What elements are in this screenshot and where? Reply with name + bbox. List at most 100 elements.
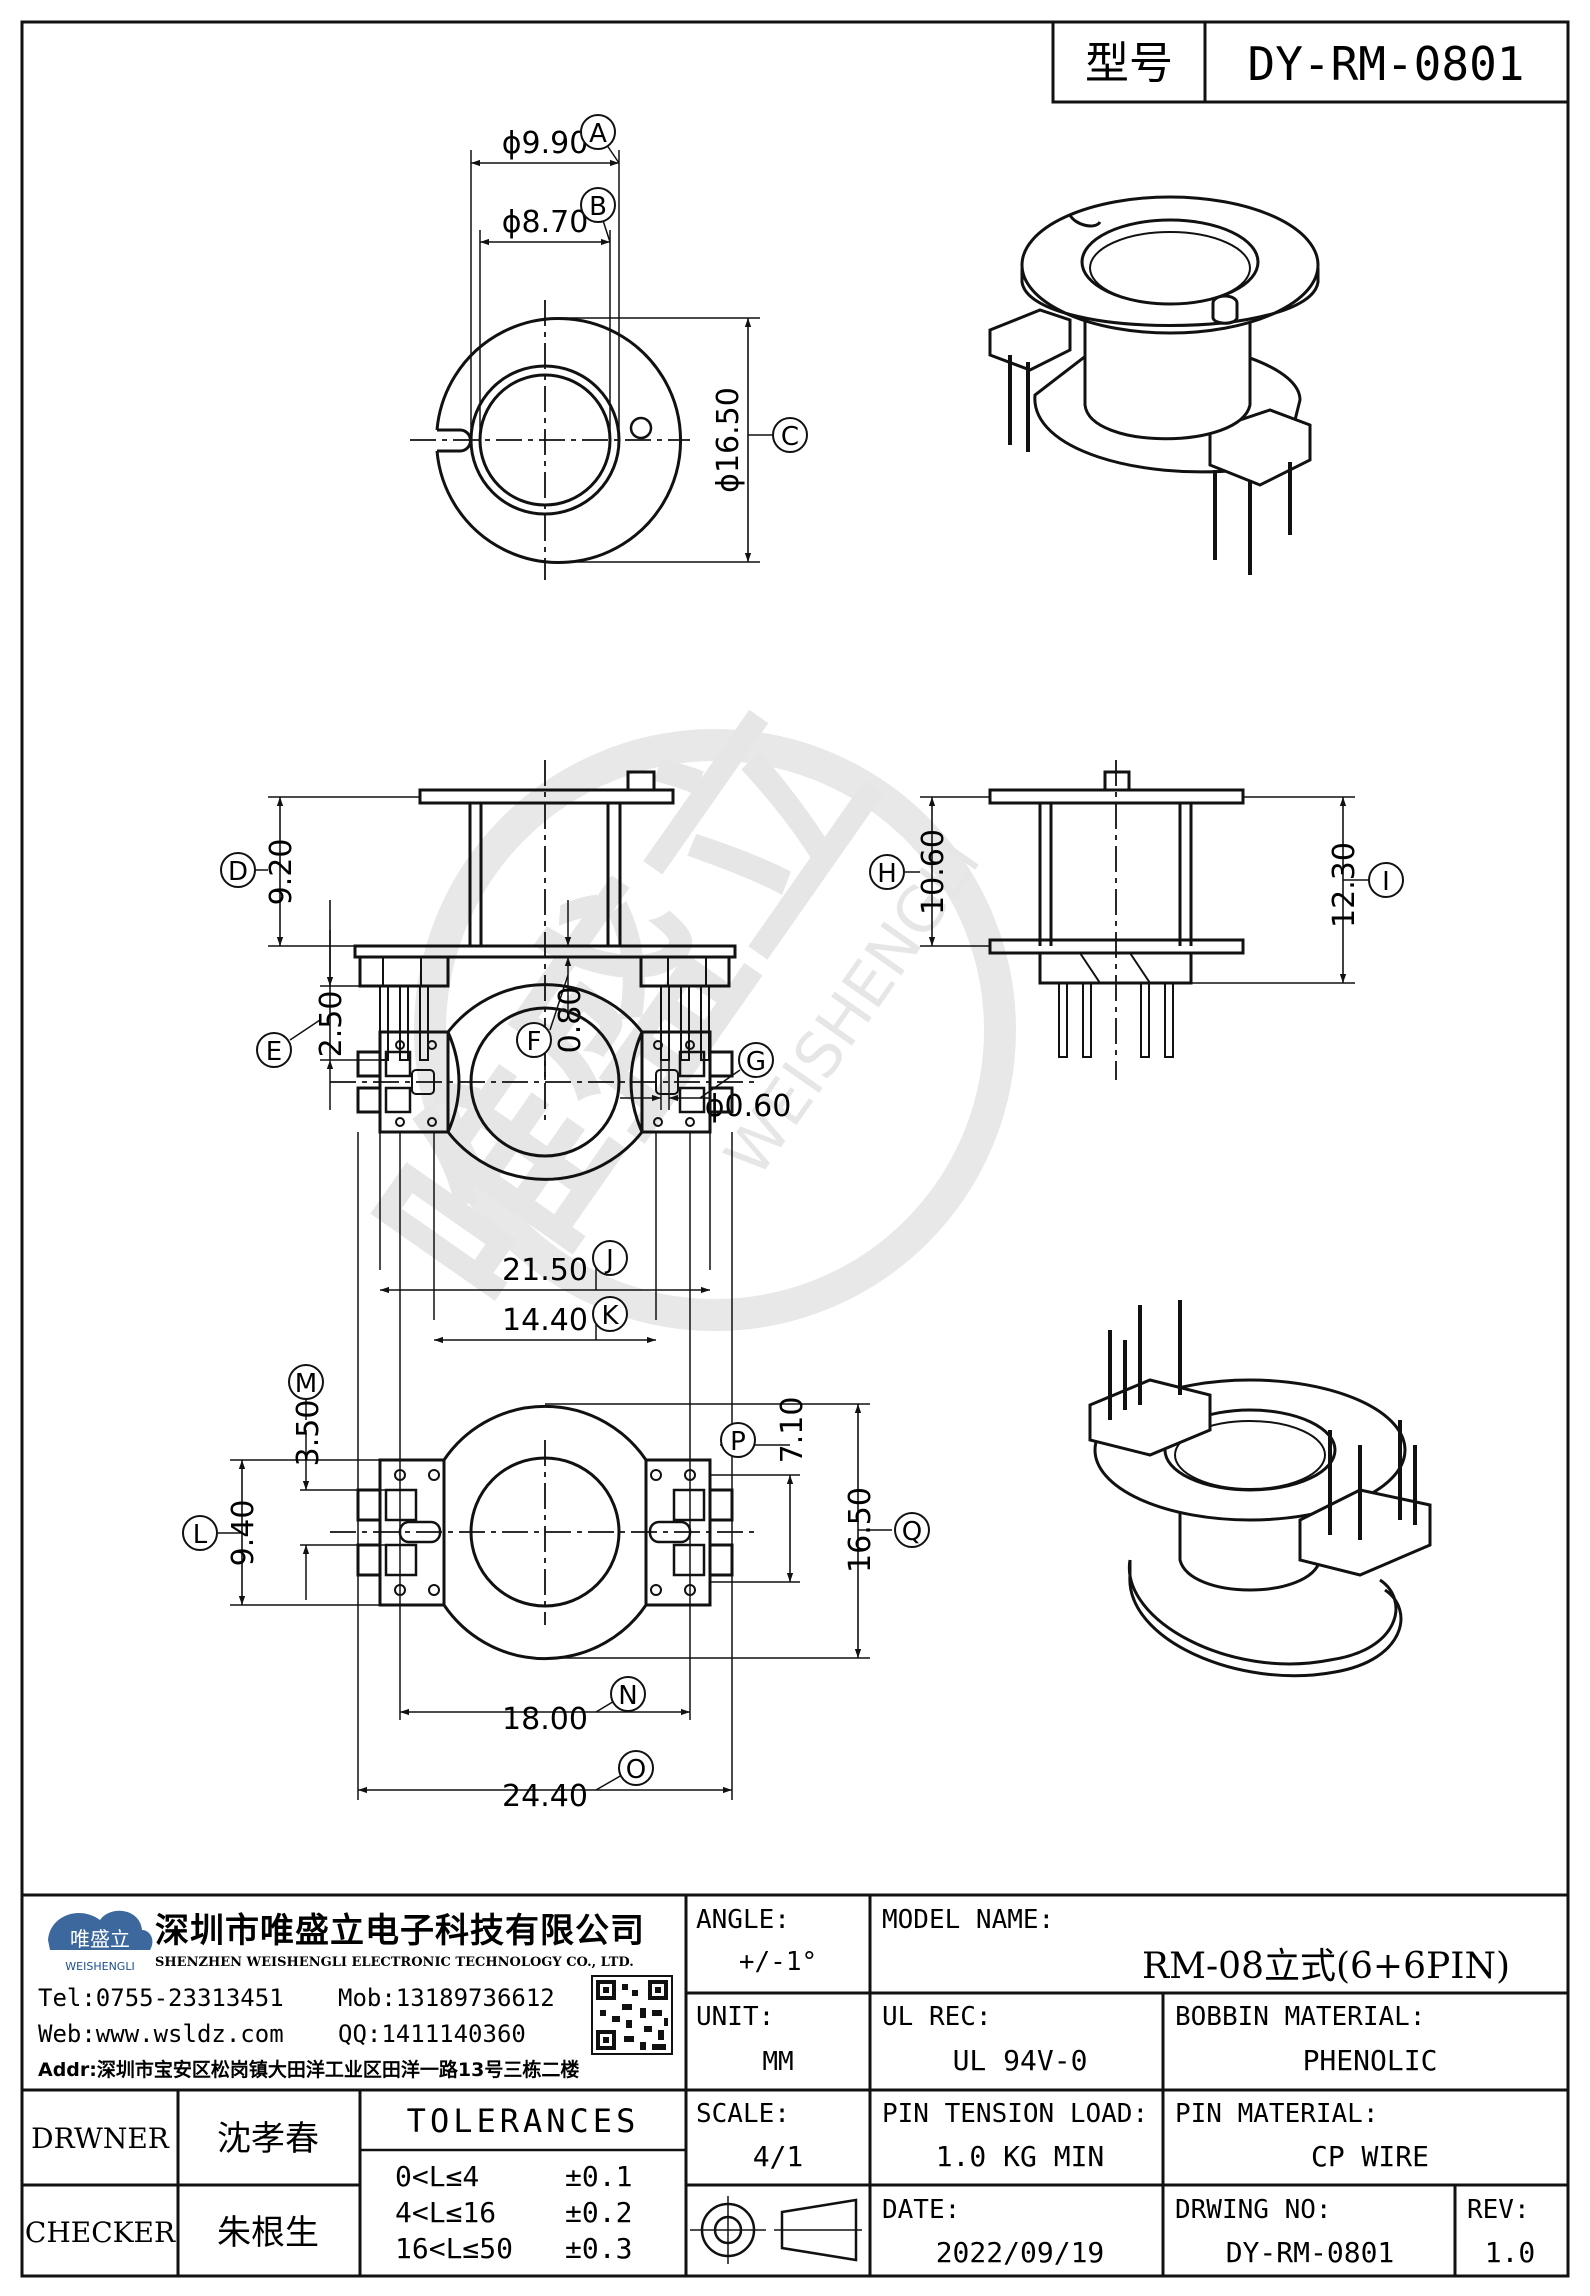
- tol-range-2: 4<L≤16: [395, 2196, 496, 2229]
- title-block: 型号 DY-RM-0801: [1051, 20, 1570, 104]
- model-number: DY-RM-0801: [1248, 37, 1525, 91]
- tol-value-3: ±0.3: [565, 2232, 632, 2265]
- checker-name: 朱根生: [217, 2213, 319, 2253]
- dim-l-value: 9.40: [226, 1500, 261, 1567]
- company-tel: Tel:0755-23313451: [38, 1984, 284, 2012]
- balloon-l: L: [182, 1515, 218, 1551]
- svg-text:C: C: [781, 422, 799, 452]
- scale-value: 4/1: [753, 2140, 804, 2173]
- top-view-dims: ϕ9.90 ϕ8.70 ϕ16.50: [502, 126, 746, 493]
- balloon-m: M: [288, 1364, 324, 1400]
- front-view-dims: 9.20 2.50 0.80 ϕ0.60: [264, 839, 791, 1124]
- svg-text:I: I: [1382, 867, 1390, 897]
- scale-label: SCALE:: [696, 2099, 790, 2129]
- svg-text:O: O: [626, 1755, 646, 1785]
- svg-text:G: G: [746, 1047, 766, 1077]
- ul-rec-value: UL 94V-0: [953, 2044, 1088, 2077]
- pin-tension-label: PIN TENSION LOAD:: [882, 2099, 1148, 2129]
- svg-text:E: E: [266, 1037, 282, 1067]
- svg-text:Q: Q: [902, 1517, 922, 1547]
- bobbin-material-label: BOBBIN MATERIAL:: [1175, 2002, 1425, 2032]
- dim-o-value: 24.40: [502, 1779, 588, 1814]
- svg-text:K: K: [601, 1301, 619, 1331]
- balloon-n: N: [610, 1676, 646, 1712]
- tol-value-2: ±0.2: [565, 2196, 632, 2229]
- dim-g-value: ϕ0.60: [705, 1089, 792, 1124]
- top-view: [410, 131, 773, 580]
- svg-text:H: H: [877, 859, 897, 889]
- dim-b-value: ϕ8.70: [502, 205, 589, 240]
- block-texts: ANGLE: +/-1° MODEL NAME: RM-08立式(6+6PIN)…: [25, 1905, 1535, 2269]
- dim-e-value: 2.50: [314, 991, 349, 1058]
- dim-h-value: 10.60: [916, 829, 951, 915]
- unit-label: UNIT:: [696, 2002, 774, 2032]
- date-label: DATE:: [882, 2195, 960, 2225]
- svg-text:F: F: [527, 1027, 542, 1057]
- side-view: [988, 760, 1245, 1080]
- side-view-dims: 10.60 12.30: [916, 829, 1362, 928]
- rev-label: REV:: [1467, 2195, 1530, 2225]
- dim-c-value: ϕ16.50: [711, 387, 746, 493]
- model-name-value: RM-08立式(6+6PIN): [1142, 1946, 1510, 1987]
- isometric-view-top: [988, 195, 1320, 575]
- balloon-k: K: [592, 1296, 628, 1332]
- company-web: Web:www.wsldz.com: [38, 2020, 284, 2048]
- company-logo: 唯盛立 WEISHENGLI: [48, 1910, 153, 1973]
- dim-f-value: 0.80: [553, 987, 588, 1054]
- model-name-label: MODEL NAME:: [882, 1905, 1054, 1935]
- balloon-j: J: [592, 1240, 628, 1276]
- dim-m-value: 3.50: [291, 1400, 326, 1467]
- svg-text:D: D: [228, 857, 248, 887]
- projection-symbol: [690, 2196, 862, 2264]
- tol-range-1: 0<L≤4: [395, 2160, 479, 2193]
- svg-text:M: M: [295, 1369, 317, 1399]
- balloon-d: D: [220, 852, 256, 888]
- dim-j-value: 21.50: [502, 1253, 588, 1288]
- company-name-cn: 深圳市唯盛立电子科技有限公司: [155, 1911, 645, 1951]
- svg-text:N: N: [618, 1681, 637, 1711]
- company-qq: QQ:1411140360: [338, 2020, 526, 2048]
- pin-material-value: CP WIRE: [1311, 2140, 1429, 2173]
- bottom-view-dimlines: [218, 1032, 892, 1800]
- pin-material-label: PIN MATERIAL:: [1175, 2099, 1379, 2129]
- svg-text:L: L: [193, 1520, 208, 1550]
- bottom-view-main: [330, 1404, 760, 1661]
- tol-range-3: 16<L≤50: [395, 2232, 513, 2265]
- company-addr: Addr:深圳市宝安区松岗镇大田洋工业区田洋一路13号三栋二楼: [38, 2058, 579, 2081]
- logo-en: WEISHENGLI: [65, 1960, 134, 1973]
- unit-value: MM: [762, 2047, 793, 2077]
- svg-text:P: P: [730, 1427, 746, 1457]
- balloon-e: E: [256, 1032, 292, 1068]
- drawer-name: 沈孝春: [217, 2119, 319, 2159]
- tolerances-title: TOLERANCES: [407, 2102, 640, 2140]
- balloon-i: I: [1368, 862, 1404, 898]
- sheet-border: [20, 20, 1570, 2278]
- isometric-view-bottom: [1088, 1300, 1432, 1678]
- pin-tension-value: 1.0 KG MIN: [936, 2140, 1105, 2173]
- svg-text:A: A: [589, 119, 607, 149]
- bobbin-material-value: PHENOLIC: [1303, 2044, 1438, 2077]
- balloon-q: Q: [894, 1512, 930, 1548]
- drawing-no-label: DRWING NO:: [1175, 2195, 1332, 2225]
- bottom-view-dims: 21.50 14.40 9.40 3.50 7.10 16.50 18.00 2…: [226, 1253, 878, 1814]
- drawing-no-value: DY-RM-0801: [1226, 2236, 1395, 2269]
- angle-label: ANGLE:: [696, 1905, 790, 1935]
- balloon-g: G: [738, 1042, 774, 1078]
- bottom-block-grid: [22, 1893, 1568, 2276]
- rev-value: 1.0: [1485, 2236, 1536, 2269]
- dim-p-value: 7.10: [775, 1397, 810, 1464]
- front-view-dimlines: [256, 796, 741, 1110]
- dim-d-value: 9.20: [264, 839, 299, 906]
- ul-rec-label: UL REC:: [882, 2002, 992, 2032]
- company-name-en: SHENZHEN WEISHENGLI ELECTRONIC TECHNOLOG…: [155, 1955, 634, 1970]
- dim-k-value: 14.40: [502, 1303, 588, 1338]
- side-view-dimlines: [905, 796, 1368, 984]
- balloon-b: B: [580, 187, 616, 223]
- date-value: 2022/09/19: [936, 2236, 1105, 2269]
- dim-i-value: 12.30: [1327, 842, 1362, 928]
- logo-cn: 唯盛立: [70, 1927, 130, 1951]
- dim-q-value: 16.50: [843, 1487, 878, 1573]
- bottom-view: [330, 983, 760, 1181]
- model-label: 型号: [1085, 38, 1173, 89]
